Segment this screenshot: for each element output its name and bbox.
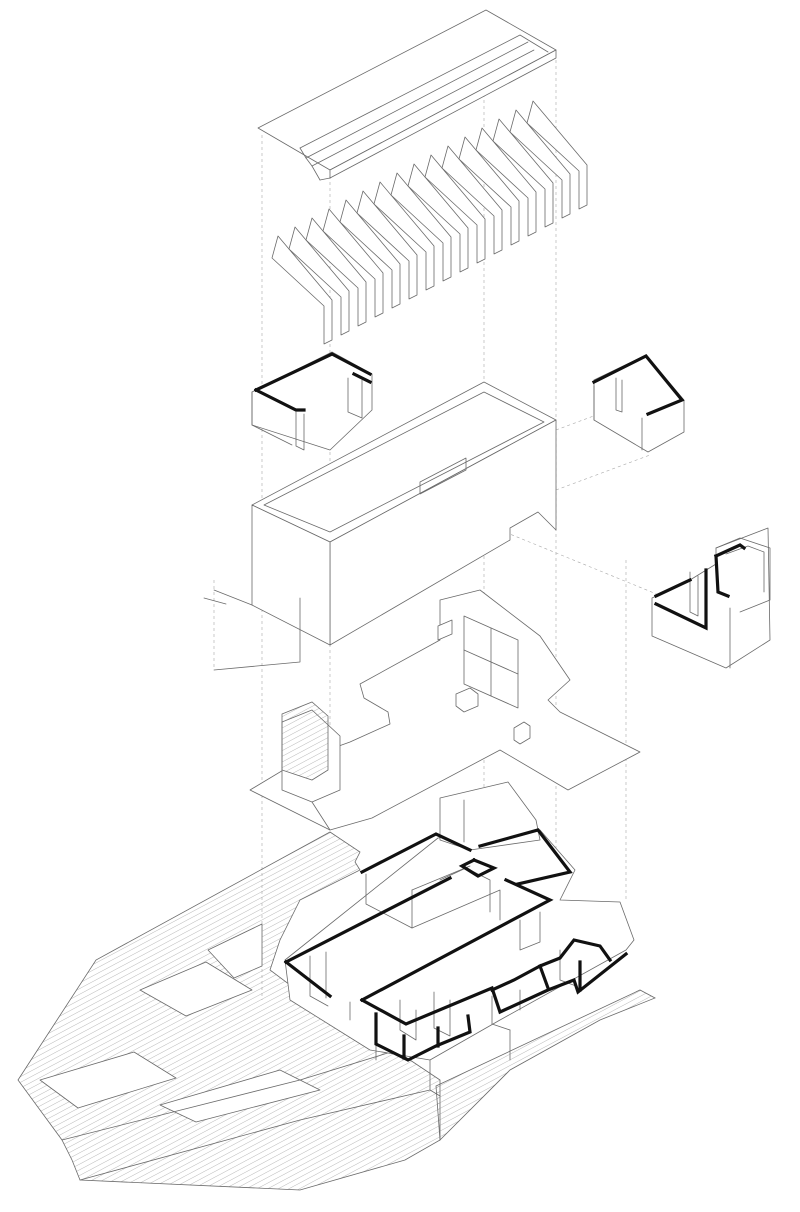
ground-floor-cut-walls [283,828,629,1062]
roof-fin [322,208,384,318]
roof-fin [339,199,401,309]
ground-floor-volume [284,781,635,1097]
upper-wall-fragment-left [251,351,373,451]
roof-slab [257,9,557,181]
roof-fin [271,235,333,345]
roof-fin [526,100,588,210]
roof-fin [441,145,503,255]
roof-fin [509,109,571,219]
roof-fin [492,118,554,228]
roof-fin [288,226,350,336]
upper-floor-volume [203,381,557,671]
roof-fin [424,154,486,264]
roof-fin [390,172,452,282]
brick-screen [281,701,329,781]
roof-fins [271,100,588,345]
roof-fin [458,136,520,246]
right-wall-fragment [651,527,771,669]
roof-fin [475,127,537,237]
roof-fin [373,181,435,291]
roof-fin [356,190,418,300]
mid-floor-plate [249,589,641,831]
upper-wall-fragment-right [591,353,685,453]
roof-fin [407,163,469,273]
ground-deck [17,831,656,1191]
roof-fin [305,217,367,327]
